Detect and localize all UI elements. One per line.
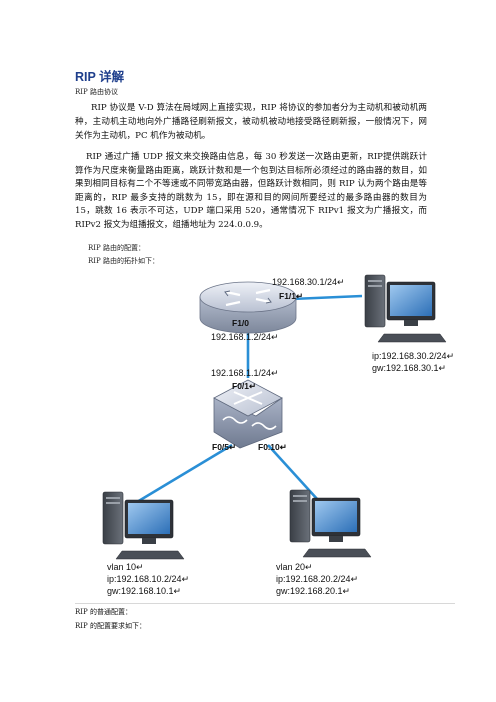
pc-mid-gw-label: gw:192.168.20.1↵ bbox=[276, 586, 350, 596]
config-heading: RIP 路由的配置： bbox=[88, 244, 145, 252]
switch-port-f01-label: F0/1↵ bbox=[232, 381, 256, 391]
router-ip-f10-label: 192.168.1.2/24↵ bbox=[211, 332, 279, 342]
pc-mid-ip-label: ip:192.168.20.2/24↵ bbox=[276, 574, 358, 584]
pc-left-gw-label: gw:192.168.10.1↵ bbox=[107, 586, 181, 596]
document-subtitle: RIP 路由协议 bbox=[75, 88, 118, 96]
switch-icon bbox=[213, 379, 283, 449]
pc-left-icon bbox=[102, 491, 185, 560]
link-router-pc-right bbox=[291, 294, 363, 301]
link-switch-pc-left bbox=[131, 443, 233, 507]
paragraph-2: RIP 通过广播 UDP 报文来交换路由信息，每 30 秒发送一次路由更新，RI… bbox=[75, 151, 427, 233]
document-title: RIP 详解 bbox=[75, 70, 125, 84]
divider bbox=[75, 603, 455, 604]
pc-mid-vlan-label: vlan 20↵ bbox=[276, 562, 313, 572]
footer-line-1: RIP 的普通配置： bbox=[75, 608, 132, 616]
pc-left-vlan-label: vlan 10↵ bbox=[107, 562, 144, 572]
paragraph-1: RIP 协议是 V-D 算法在局域网上直接实现，RIP 将协议的参加者分为主动机… bbox=[75, 103, 427, 142]
router-icon bbox=[199, 281, 297, 334]
pc-left-ip-label: ip:192.168.10.2/24↵ bbox=[107, 574, 189, 584]
router-ip-top-label: 192.168.30.1/24↵ bbox=[272, 277, 345, 287]
paragraph-2-rest: 提供跳跃计算作为尺度来衡量路由距离，跳跃计数和是一个包到达目标所必须经过的路由器… bbox=[75, 152, 427, 230]
pc-right-ip-label: ip:192.168.30.2/24↵ bbox=[372, 351, 454, 361]
switch-port-f010-label: F0.10↵ bbox=[258, 442, 287, 452]
switch-port-f05-label: F0/5↵ bbox=[212, 442, 236, 452]
paragraph-2-lead: RIP 通过广播 UDP 报文来交换路由信息，每 30 秒发送一次路由更新，RI… bbox=[86, 152, 383, 162]
router-port-f11-label: F1/1↵ bbox=[279, 291, 303, 301]
topology-heading: RIP 路由的拓扑如下： bbox=[88, 257, 159, 265]
pc-right-gw-label: gw:192.168.30.1↵ bbox=[372, 363, 446, 373]
footer-line-2: RIP 的配置要求如下： bbox=[75, 622, 146, 630]
router-port-f10-label: F1/0 bbox=[232, 318, 249, 328]
pc-right-icon bbox=[364, 274, 447, 343]
pc-middle-icon bbox=[289, 489, 372, 558]
switch-ip-label: 192.168.1.1/24↵ bbox=[211, 368, 279, 378]
